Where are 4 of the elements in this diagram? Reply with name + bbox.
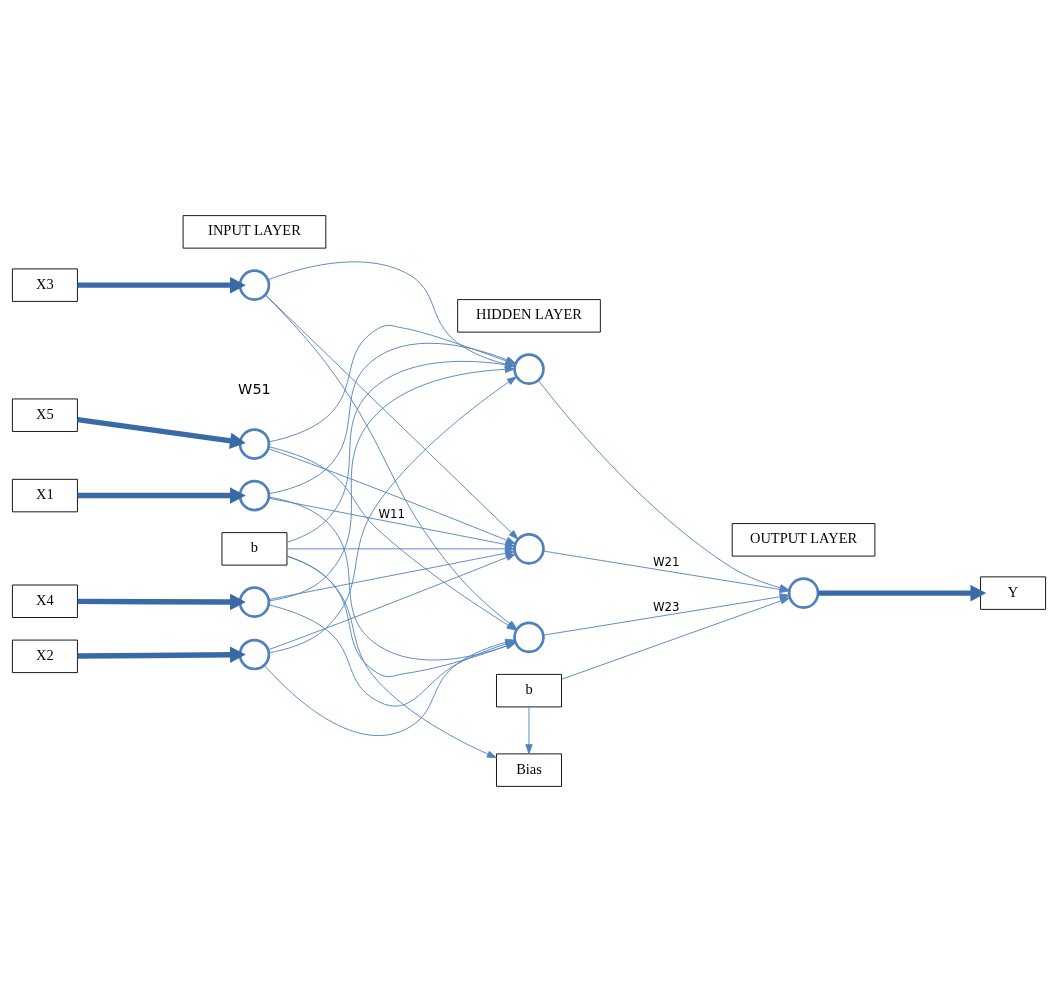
edge-label: W23: [653, 599, 680, 614]
edge-label: W21: [653, 554, 680, 569]
edge-label: W11: [378, 506, 405, 521]
label: W51: [238, 380, 271, 397]
